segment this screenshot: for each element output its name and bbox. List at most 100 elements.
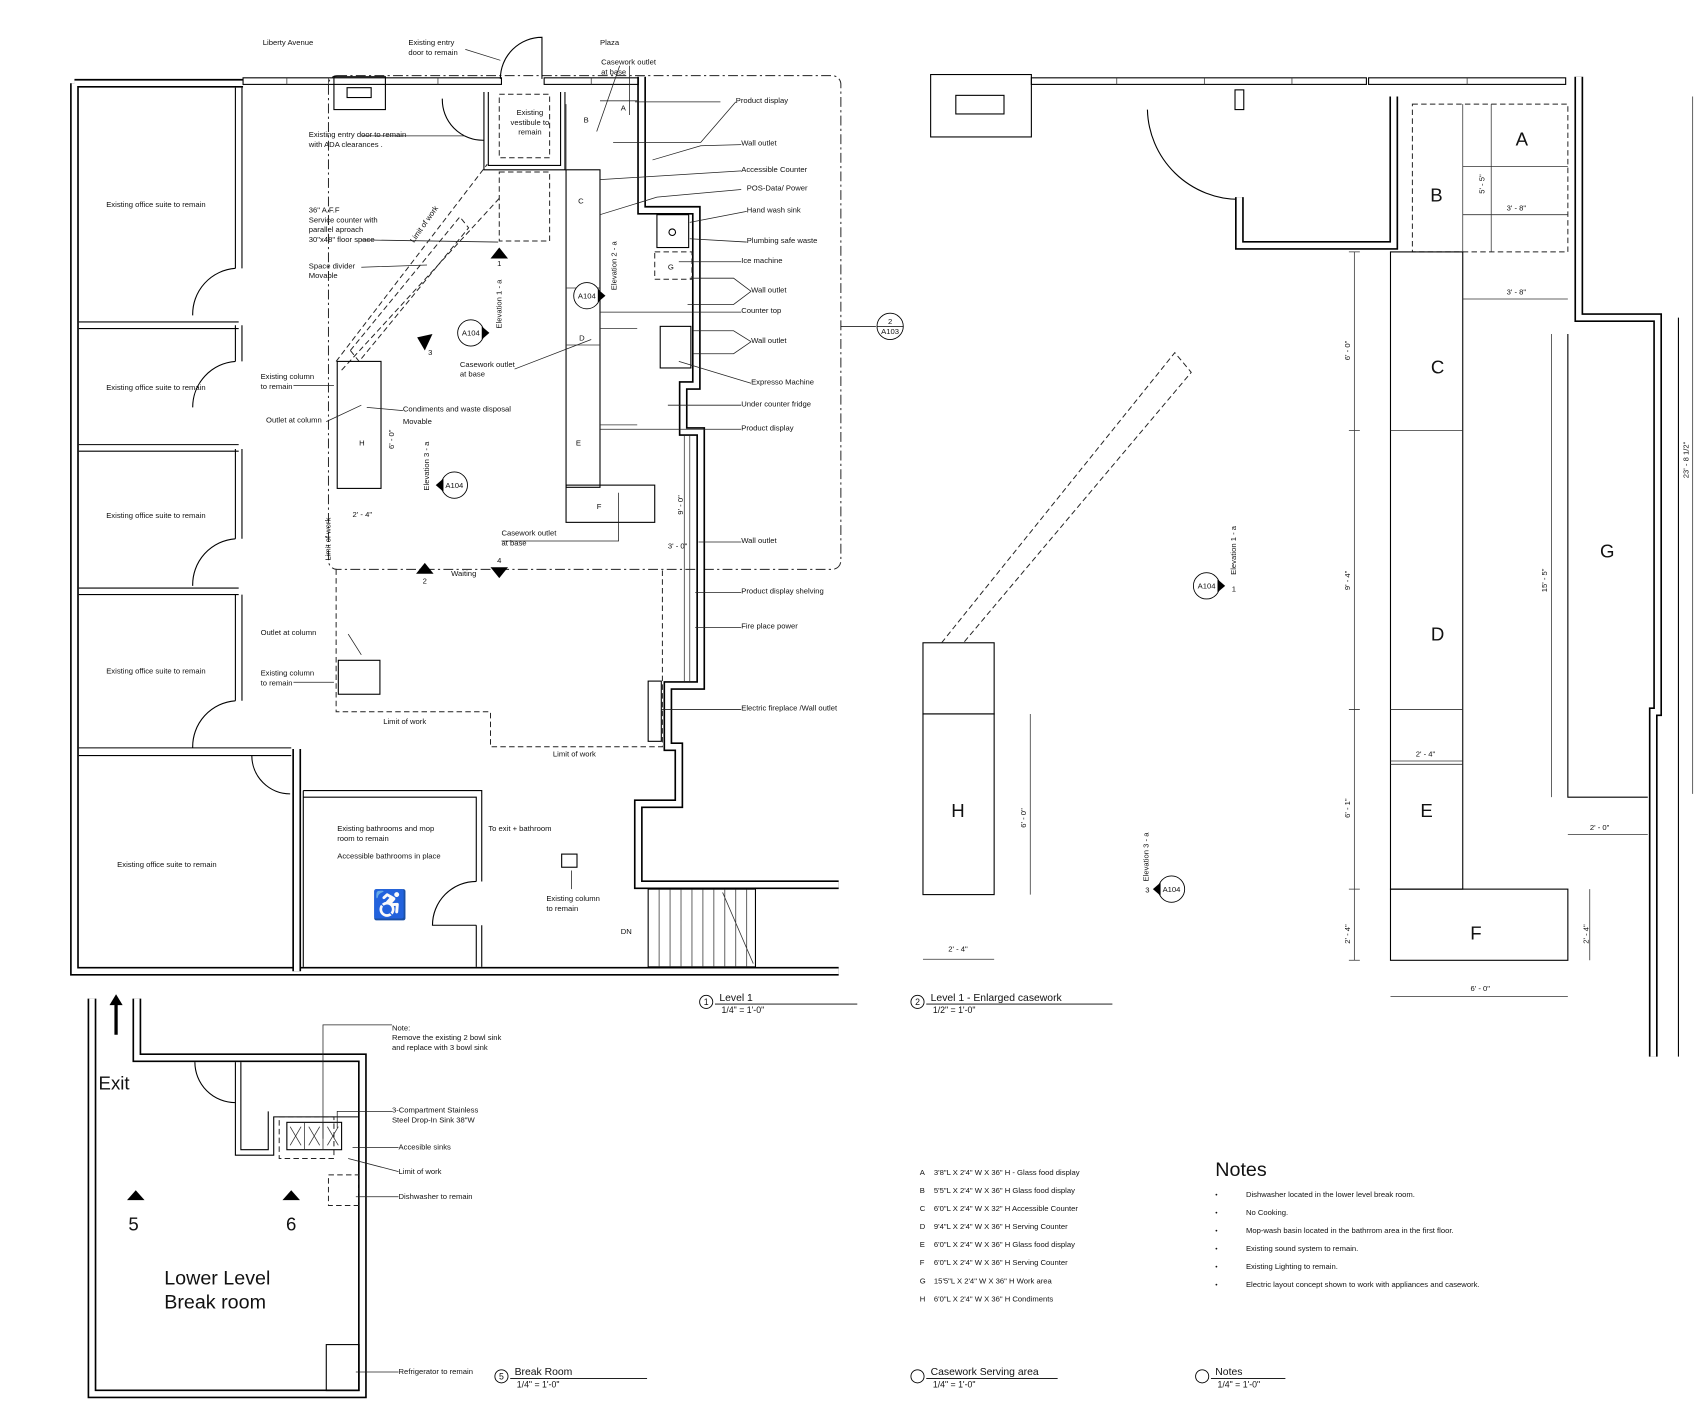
office-suite-label: Existing office suite to remain <box>106 383 205 392</box>
dimension-label: 3' - 8" <box>1507 288 1527 297</box>
casework-letter: G <box>1600 540 1614 561</box>
annotation-label: at base <box>501 538 526 547</box>
elevation-label: Elevation 3 - a <box>422 441 431 491</box>
sheet-ref-label: A104 <box>462 329 481 338</box>
dimension-label: 2' - 4" <box>1343 924 1352 944</box>
dimension-label: 6' - 0" <box>1019 808 1028 828</box>
casework-letter: H <box>359 439 365 448</box>
schedule-key: B <box>920 1186 925 1195</box>
annotation-label: Existing entry door to remain <box>309 130 406 139</box>
annotation-label: at base <box>601 68 626 77</box>
schedule-description: 6'0"L X 2'4" W X 32" H Accessible Counte… <box>934 1204 1078 1213</box>
annotation-label: Fire place power <box>741 622 798 631</box>
casework-letter: B <box>584 116 589 125</box>
view-number: 4 <box>497 556 502 565</box>
dimension-label: 6' - 0" <box>1471 984 1491 993</box>
annotation-label: Electric fireplace /Wall outlet <box>741 704 838 713</box>
dimension-lines <box>922 96 1694 997</box>
view-number: 1 <box>1232 584 1236 593</box>
annotation-label: Limit of work <box>399 1167 442 1176</box>
annotation-label: Outlet at column <box>266 416 322 425</box>
schedule-key: G <box>920 1276 926 1285</box>
annotation-label: to remain <box>546 904 578 913</box>
annotation-label: Limit of work <box>553 750 596 759</box>
bullet: • <box>1215 1282 1218 1289</box>
annotation-label: Liberty Avenue <box>263 38 314 47</box>
dimension-label: 3' - 0" <box>668 542 688 551</box>
annotation-label: Movable <box>403 417 432 426</box>
sheet-ref-label: A104 <box>578 291 597 300</box>
casework-letter: A <box>1516 129 1529 150</box>
annotation-label: Wall outlet <box>741 536 777 545</box>
level1-plan: ♿ <box>70 36 842 976</box>
annotation-label: Plaza <box>600 38 620 47</box>
annotation-label: door to remain <box>408 48 457 57</box>
annotation-label: 3-Compartment Stainless <box>392 1105 479 1114</box>
annotation-label: Counter top <box>741 306 781 315</box>
schedule-description: 9'4"L X 2'4" W X 36" H Serving Counter <box>934 1222 1068 1231</box>
annotation-label: Under counter fridge <box>741 399 811 408</box>
annotation-label: Limit of work <box>324 518 333 561</box>
annotation-label: 36" A.F.F <box>309 205 340 214</box>
casework-letter: F <box>597 502 602 511</box>
schedule-key: H <box>920 1294 926 1303</box>
view-title-bubble-icon <box>910 1369 925 1384</box>
wheelchair-accessible-icon: ♿ <box>372 888 407 921</box>
break-room-plan <box>87 994 399 1399</box>
dimension-label: 6' - 1" <box>1343 798 1352 818</box>
annotation-leaders <box>293 48 752 890</box>
bullet: • <box>1215 1210 1218 1217</box>
elevation-marker-6-icon <box>282 1190 300 1201</box>
view-title-scale: 1/4" = 1'-0" <box>722 1005 765 1015</box>
annotation-label: Steel Drop-In Sink 38"W <box>392 1115 475 1124</box>
stairs <box>647 888 757 968</box>
annotation-label: Outlet at column <box>261 628 317 637</box>
casework-letter: C <box>1431 356 1444 377</box>
dimension-label: 2' - 4" <box>1582 924 1591 944</box>
schedule-description: 6'0"L X 2'4" W X 36" H Serving Counter <box>934 1258 1068 1267</box>
annotation-label: Casework outlet <box>460 360 516 369</box>
view-title-bubble-icon <box>699 994 714 1009</box>
storefront-glazing <box>242 76 639 111</box>
casework-letter: E <box>1420 800 1432 821</box>
view-title: Break Room <box>515 1367 573 1378</box>
annotation-label: Dishwasher to remain <box>399 1192 473 1201</box>
annotation-label: Remove the existing 2 bowl sink <box>392 1033 502 1042</box>
exit-arrow-icon <box>109 994 123 1035</box>
elevation-marker-5-icon <box>127 1190 145 1201</box>
annotation-label: vestibule to <box>511 118 550 127</box>
annotation-label: to remain <box>261 382 293 391</box>
section-number: 2 <box>888 317 892 326</box>
enlarged-casework-plan <box>922 73 1694 1057</box>
schedule-description: 3'8"L X 2'4" W X 36" H - Glass food disp… <box>934 1168 1080 1177</box>
schedule-description: 6'0"L X 2'4" W X 36" H Condiments <box>934 1294 1053 1303</box>
office-suite-label: Existing office suite to remain <box>106 200 205 209</box>
annotation-label: Wall outlet <box>741 139 777 148</box>
dimension-label: 9' - 4" <box>1343 570 1352 590</box>
view-title-scale: 1/2" = 1'-0" <box>933 1005 976 1015</box>
elevation-label: Elevation 3 - a <box>1142 832 1151 882</box>
dimension-label: 2' - 4" <box>353 510 373 519</box>
annotation-label: Accessible Counter <box>741 165 807 174</box>
annotation-label: to remain <box>261 678 293 687</box>
bullet: • <box>1215 1264 1218 1271</box>
elevation-arrow-icon <box>481 326 490 340</box>
view-title-bubble-icon <box>494 1369 509 1384</box>
bullet: • <box>1215 1246 1218 1253</box>
dimension-label: 2' - 4" <box>948 945 968 954</box>
annotation-label: Product display <box>736 96 789 105</box>
dimension-label: 6' - 0" <box>387 429 396 449</box>
note-item: Dishwasher located in the lower level br… <box>1246 1190 1415 1199</box>
view-marker-3-icon <box>417 334 433 351</box>
dimension-label: 2' - 0" <box>1590 823 1610 832</box>
schedule-description: 5'5"L X 2'4" W X 36" H Glass food displa… <box>934 1186 1075 1195</box>
annotation-label: 30"x48" floor space <box>309 235 375 244</box>
three-compartment-sink <box>286 1121 343 1151</box>
office-suite-label: Existing office suite to remain <box>106 666 205 675</box>
annotation-label: Ice machine <box>741 256 782 265</box>
dimension-label: 23' - 8 1/2" <box>1681 441 1690 478</box>
annotation-label: Service counter with <box>309 215 378 224</box>
annotation-label: Existing entry <box>408 38 454 47</box>
